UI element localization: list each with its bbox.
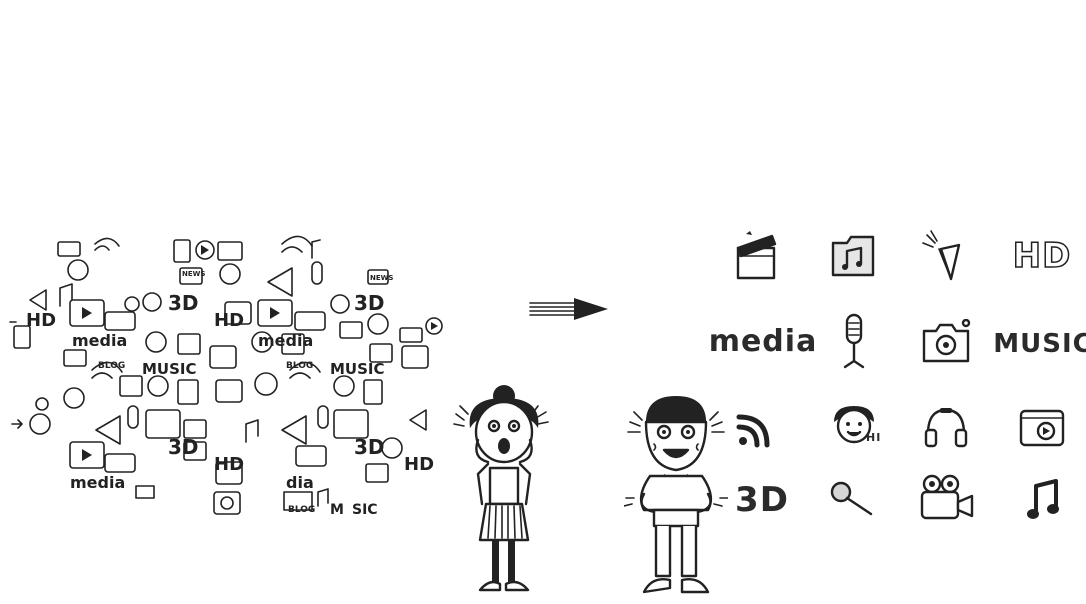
- cluster-word-media: media: [72, 331, 127, 350]
- svg-text:BLOG: BLOG: [98, 361, 125, 371]
- svg-text:MUSIC: MUSIC: [142, 360, 197, 378]
- svg-text:media: media: [258, 331, 313, 350]
- music-text: MUSIC: [993, 329, 1086, 359]
- hi-text: HI: [866, 431, 882, 444]
- girl-character: [452, 384, 552, 600]
- video-player-icon: [1002, 398, 1082, 458]
- svg-text:HD: HD: [404, 454, 434, 475]
- hd-badge: HD: [1002, 226, 1082, 286]
- hd-text: HD: [1012, 236, 1072, 276]
- svg-text:BLOG: BLOG: [288, 505, 315, 515]
- svg-text:BLOG: BLOG: [286, 361, 313, 371]
- headphones-icon: [906, 398, 986, 458]
- music-note-icon: [1004, 470, 1084, 530]
- smiley-face-icon: HI: [814, 398, 894, 458]
- doodle-cluster: media media media MUSIC MUSIC BLOG BLOG …: [0, 230, 450, 520]
- arrow-icon: [528, 294, 610, 324]
- music-word: MUSIC: [993, 314, 1086, 374]
- svg-text:dia: dia: [286, 473, 314, 492]
- three-d-badge: 3D: [722, 470, 802, 530]
- clapperboard-icon: [716, 226, 796, 286]
- media-word: media: [709, 312, 817, 372]
- svg-text:3D: 3D: [354, 435, 385, 459]
- handheld-mic-icon: [814, 470, 894, 530]
- svg-text:SIC: SIC: [352, 502, 378, 518]
- svg-text:3D: 3D: [168, 435, 199, 459]
- svg-text:HD: HD: [214, 454, 244, 475]
- rss-icon: [716, 398, 796, 458]
- doodle-cluster-art: media media media MUSIC MUSIC BLOG BLOG …: [9, 235, 443, 518]
- svg-text:NEWS: NEWS: [182, 270, 205, 278]
- boy-character: [623, 394, 729, 600]
- music-folder-icon: [814, 226, 894, 286]
- svg-text:HD: HD: [26, 310, 56, 331]
- three-d-text: 3D: [735, 480, 789, 520]
- cluster-shapes: [9, 235, 443, 515]
- megaphone-icon: [906, 226, 986, 286]
- svg-text:HD: HD: [214, 310, 244, 331]
- video-camera-icon: [906, 470, 986, 530]
- svg-text:3D: 3D: [354, 291, 385, 315]
- svg-text:M: M: [330, 502, 344, 518]
- svg-text:NEWS: NEWS: [370, 274, 393, 282]
- svg-text:3D: 3D: [168, 291, 199, 315]
- svg-text:media: media: [70, 473, 125, 492]
- svg-text:MUSIC: MUSIC: [330, 360, 385, 378]
- microphone-icon: [814, 312, 894, 372]
- media-text: media: [708, 324, 818, 359]
- camera-icon: [906, 312, 986, 372]
